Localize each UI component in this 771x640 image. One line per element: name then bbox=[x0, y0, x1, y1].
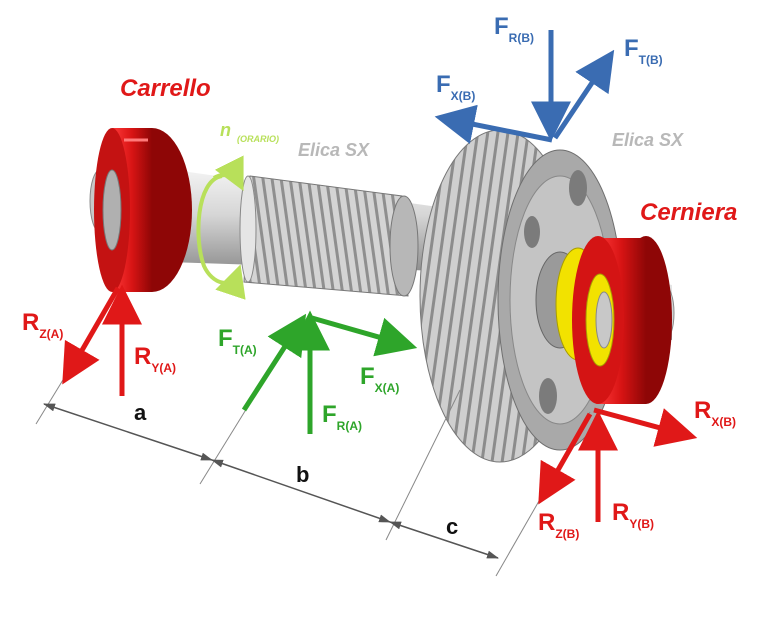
dimension-line-b bbox=[211, 459, 391, 523]
force-label-fx-a: FX(A) bbox=[360, 363, 399, 395]
dimension-line-a bbox=[43, 403, 213, 461]
helix-label-left: Elica SX bbox=[298, 140, 370, 160]
force-label-fr-b: FR(B) bbox=[494, 13, 534, 45]
small-helical-gear bbox=[239, 175, 419, 297]
force-arrow-fx-b bbox=[434, 104, 553, 144]
reaction-label-rz-b: RZ(B) bbox=[538, 509, 579, 541]
extension-line-3 bbox=[385, 389, 461, 541]
force-arrow-ft-b bbox=[552, 49, 615, 140]
helix-label-right: Elica SX bbox=[612, 130, 684, 150]
reactions-support-b: RX(B) RZ(B) RY(B) bbox=[538, 397, 736, 541]
reaction-label-ry-b: RY(B) bbox=[612, 499, 654, 531]
rotation-arrow-top-icon bbox=[212, 155, 244, 192]
forces-gear-a: FT(A) FR(A) FX(A) bbox=[218, 310, 418, 434]
dimension-label-c: c bbox=[446, 514, 458, 539]
support-label-left: Carrello bbox=[120, 75, 211, 102]
dimension-line-c bbox=[389, 521, 499, 559]
left-bearing bbox=[94, 128, 192, 292]
dimension-label-b: b bbox=[296, 462, 309, 487]
forces-gear-b: FR(B) FT(B) FX(B) bbox=[434, 13, 663, 144]
reaction-label-rz-a: RZ(A) bbox=[22, 309, 63, 341]
force-arrow-fx-a bbox=[311, 315, 418, 357]
force-label-ft-b: FT(B) bbox=[624, 35, 663, 67]
force-label-ft-a: FT(A) bbox=[218, 325, 257, 357]
force-arrow-ft-a bbox=[241, 313, 307, 412]
right-bearing bbox=[555, 236, 672, 404]
dimension-label-a: a bbox=[134, 400, 147, 425]
rotation-label: n(ORARIO) bbox=[220, 120, 279, 144]
reactions-support-a: RZ(A) RY(A) bbox=[22, 284, 176, 396]
force-label-fx-b: FX(B) bbox=[436, 71, 475, 103]
rotation-arrow-icon bbox=[196, 174, 246, 300]
reaction-label-ry-a: RY(A) bbox=[134, 343, 176, 375]
reaction-arrow-rx-b bbox=[593, 407, 698, 447]
support-label-right: Cerniera bbox=[640, 199, 737, 226]
reaction-arrow-rz-a bbox=[62, 286, 121, 385]
reaction-label-rx-b: RX(B) bbox=[694, 397, 736, 429]
force-label-fr-a: FR(A) bbox=[322, 401, 362, 433]
